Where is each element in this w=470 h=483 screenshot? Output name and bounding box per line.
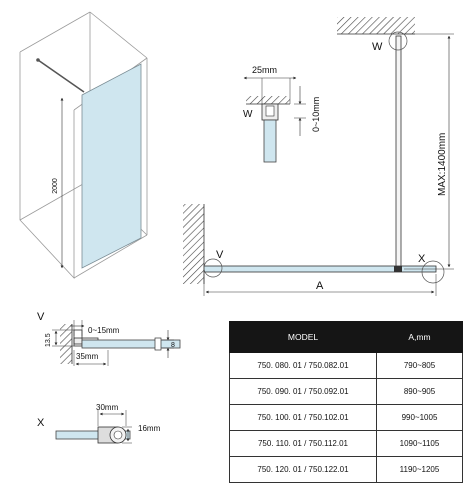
w-bar bbox=[263, 119, 277, 163]
model-size-table: MODEL A,mm 750. 080. 01 / 750.082.01 790… bbox=[229, 321, 463, 483]
table-row: 750. 110. 01 / 750.112.01 1090~1105 bbox=[229, 430, 463, 457]
detail-v-marker bbox=[203, 258, 223, 278]
detail-v-width-label: 35mm bbox=[76, 352, 99, 361]
detail-x-depth-label: 16mm bbox=[138, 424, 161, 433]
dimension-cell: 890~905 bbox=[376, 378, 463, 405]
perspective-view: 2000 bbox=[19, 11, 148, 280]
dimension-cell: 1090~1105 bbox=[376, 430, 463, 457]
detail-w-title: W bbox=[243, 109, 253, 120]
plan-view: W V X A MAX:1400mm bbox=[183, 17, 454, 296]
detail-v-title: V bbox=[37, 311, 45, 323]
model-cell: 750. 090. 01 / 750.092.01 bbox=[229, 378, 377, 405]
detail-w: W 25mm 0~10mm bbox=[243, 65, 321, 163]
model-cell: 750. 110. 01 / 750.112.01 bbox=[229, 430, 377, 457]
plan-w-label: W bbox=[372, 41, 383, 53]
detail-v: V 0~15mm 13.5 35mm 8 bbox=[37, 311, 181, 366]
model-cell: 750. 100. 01 / 750.102.01 bbox=[229, 404, 377, 431]
detail-x-title: X bbox=[37, 417, 45, 429]
stabilizer-rod bbox=[395, 35, 402, 269]
table-row: 750. 080. 01 / 750.082.01 790~805 bbox=[229, 352, 463, 379]
installation-drawing: 2000 W 25mm 0~10mm W V X A bbox=[19, 11, 454, 444]
dimension-cell: 990~1005 bbox=[376, 404, 463, 431]
stabilizer-bar bbox=[37, 59, 85, 93]
model-column-header: MODEL bbox=[229, 321, 377, 353]
glass-panel bbox=[81, 63, 142, 269]
detail-x-marker bbox=[421, 260, 445, 284]
plan-max-label: MAX:1400mm bbox=[437, 133, 448, 196]
side-wall bbox=[183, 204, 204, 284]
model-cell: 750. 080. 01 / 750.082.01 bbox=[229, 352, 377, 379]
detail-v-thickness-label: 8 bbox=[171, 342, 175, 349]
detail-w-gap-label: 0~10mm bbox=[311, 97, 321, 132]
table-row: 750. 100. 01 / 750.102.01 990~1005 bbox=[229, 404, 463, 431]
detail-x-width-label: 30mm bbox=[96, 403, 119, 412]
plan-v-label: V bbox=[216, 249, 224, 261]
detail-v-height-label: 13.5 bbox=[45, 333, 52, 347]
plan-a-label: A bbox=[316, 280, 324, 292]
detail-w-marker bbox=[388, 31, 408, 51]
dimension-column-header: A,mm bbox=[376, 321, 463, 353]
v-glass bbox=[81, 339, 181, 349]
detail-v-gap-label: 0~15mm bbox=[88, 326, 120, 335]
perspective-height-label: 2000 bbox=[52, 178, 59, 194]
dimension-cell: 790~805 bbox=[376, 352, 463, 379]
table-header-row: MODEL A,mm bbox=[229, 321, 463, 353]
x-glass bbox=[55, 430, 131, 440]
detail-x: X 30mm 16mm bbox=[37, 403, 161, 444]
plan-x-label: X bbox=[418, 253, 426, 265]
ceiling-wall bbox=[337, 17, 415, 34]
table-row: 750. 090. 01 / 750.092.01 890~905 bbox=[229, 378, 463, 405]
detail-w-width-label: 25mm bbox=[252, 65, 277, 75]
